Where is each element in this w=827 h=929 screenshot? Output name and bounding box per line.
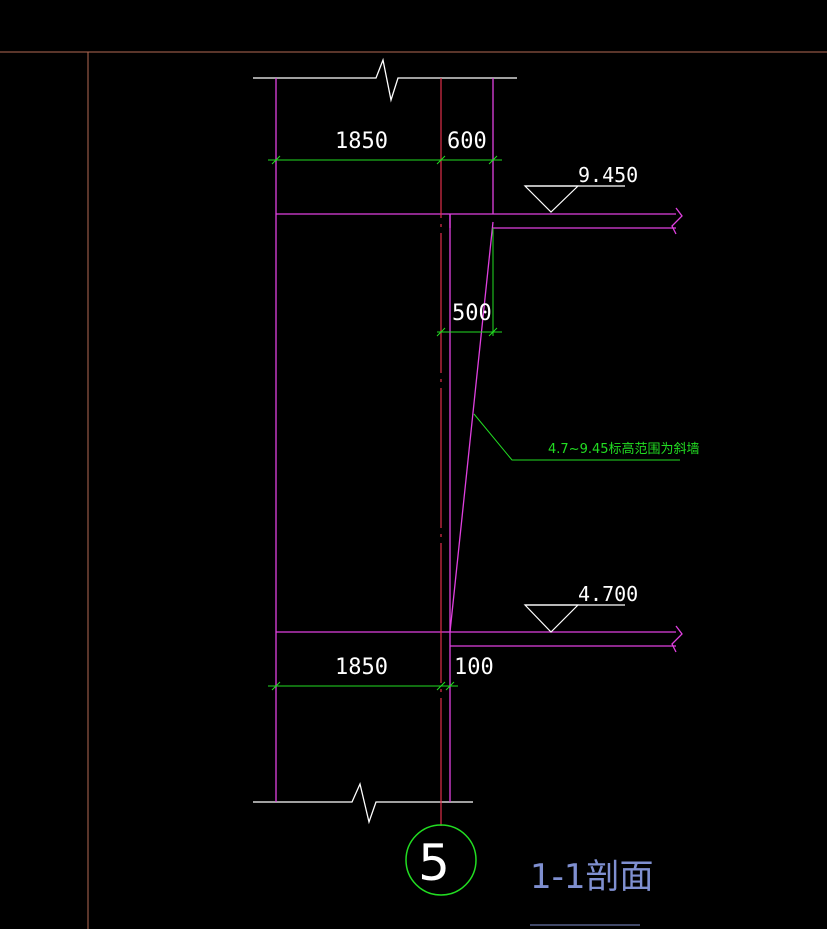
dim-bottom-left-text: 1850 bbox=[335, 655, 388, 680]
dim-top-right-text: 600 bbox=[447, 129, 487, 154]
elevation-lower-text: 4.700 bbox=[578, 582, 638, 606]
dim-bottom-tick-3 bbox=[445, 681, 455, 691]
dim-bottom-tick-1 bbox=[271, 681, 281, 691]
sloped-wall-annotation: 4.7~9.45标高范围为斜墙 bbox=[548, 441, 700, 457]
dim-mid-tick-1 bbox=[436, 327, 446, 337]
lower-slab-break bbox=[671, 625, 683, 653]
dim-top-left-text: 1850 bbox=[335, 129, 388, 154]
bottom-break-line bbox=[253, 781, 473, 825]
axis-circle bbox=[405, 824, 477, 896]
dim-bottom-tick-2 bbox=[436, 681, 446, 691]
dimension-lines bbox=[268, 155, 680, 691]
elevation-upper-text: 9.450 bbox=[578, 163, 638, 187]
elevation-upper-triangle bbox=[523, 185, 580, 213]
dim-bottom-right-text: 100 bbox=[454, 655, 494, 680]
wall-section bbox=[275, 78, 683, 802]
top-break-line bbox=[253, 57, 517, 103]
axis-marker: 5 bbox=[405, 824, 477, 896]
axis-label: 5 bbox=[418, 834, 450, 892]
dim-top-tick-1 bbox=[271, 155, 281, 165]
break-lines bbox=[253, 57, 517, 825]
section-title: 1-1剖面 bbox=[530, 857, 654, 897]
upper-slab-break bbox=[671, 207, 683, 235]
elevation-markers bbox=[523, 185, 625, 633]
elevation-texts: 9.450 4.700 bbox=[578, 163, 638, 606]
elevation-lower-triangle bbox=[523, 604, 580, 633]
dimension-texts: 1850 600 500 1850 100 bbox=[335, 129, 494, 680]
annotation-leader bbox=[473, 413, 680, 461]
dim-middle-text: 500 bbox=[452, 301, 492, 326]
drawing-frame bbox=[0, 51, 827, 929]
sloped-wall-line bbox=[449, 221, 494, 633]
dim-top-tick-2 bbox=[436, 155, 446, 165]
dim-top-tick-3 bbox=[488, 155, 498, 165]
